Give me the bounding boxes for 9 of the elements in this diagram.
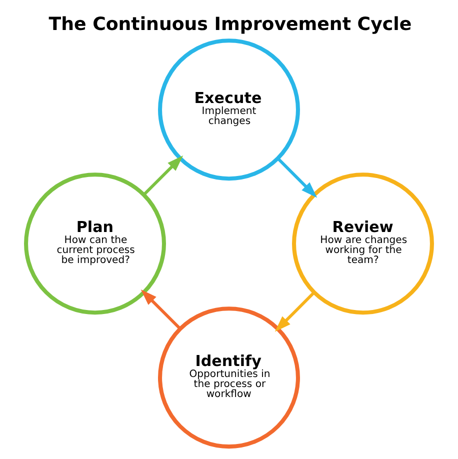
node-circle: Review How are changes working for the team? [292, 172, 434, 315]
arrow [140, 290, 181, 330]
node-circle: Execute Implement changes [158, 38, 300, 181]
diagram-title: The Continuous Improvement Cycle [48, 14, 412, 35]
node-circle: Plan How can the current process be improved? [24, 172, 166, 315]
arrow [277, 158, 318, 198]
arrow [143, 156, 184, 196]
node-circle: Identify Opportunities in the process or workflow [158, 306, 300, 449]
arrow [274, 292, 315, 332]
